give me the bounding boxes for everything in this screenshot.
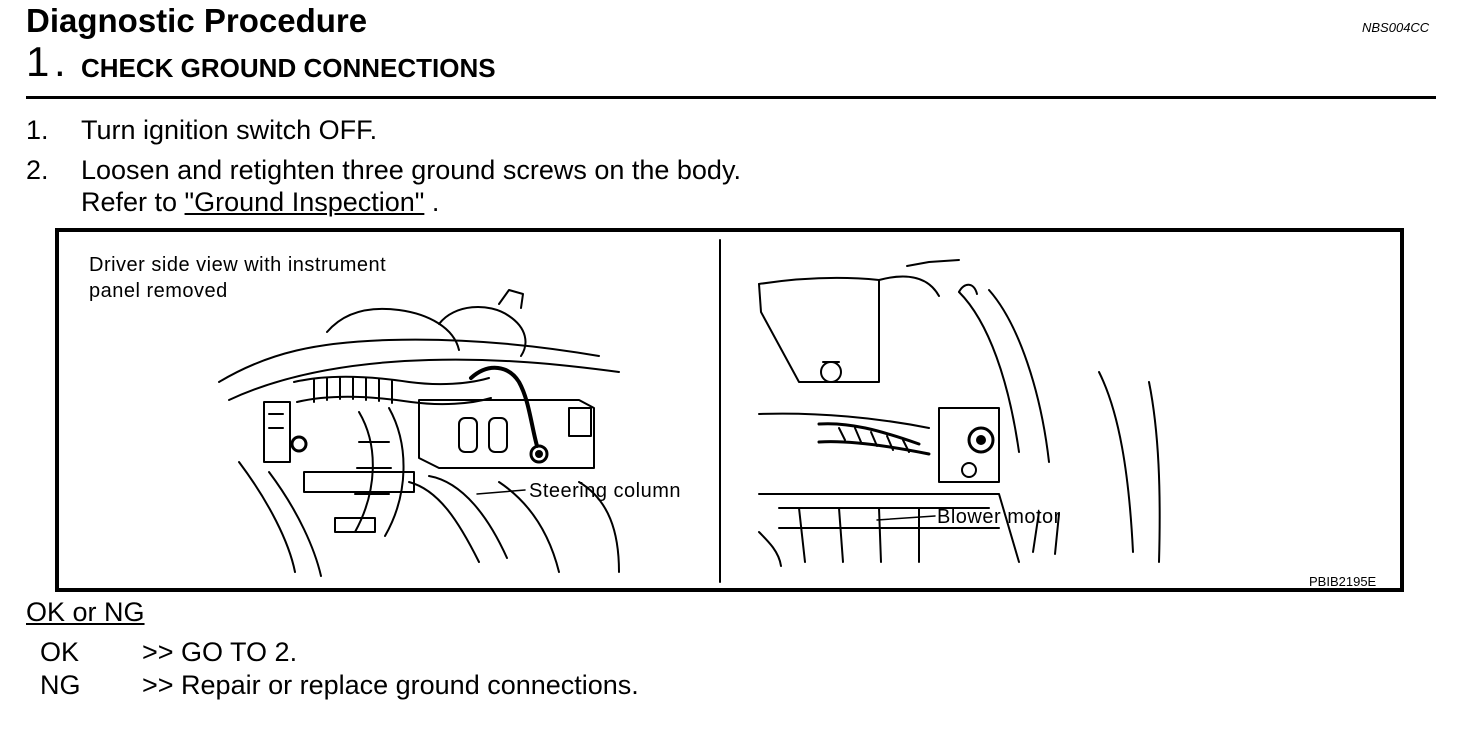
- header-divider: [26, 96, 1436, 99]
- step-2-reference: Refer to "Ground Inspection" .: [81, 186, 439, 218]
- steering-column-leader: [476, 489, 526, 495]
- figure-caption-line-1: Driver side view with instrument: [89, 254, 387, 276]
- diagram-figure: Driver side view with instrument panel r…: [55, 228, 1404, 592]
- result-ok-key: OK: [40, 637, 80, 667]
- step-2-number: 2.: [26, 155, 49, 185]
- diagram-illustration: [218, 239, 1161, 583]
- result-heading: OK or NG: [26, 597, 145, 627]
- blower-motor-label: Blower motor: [937, 506, 1061, 528]
- blower-motor-drawing: [758, 259, 1161, 567]
- reference-suffix: .: [424, 187, 440, 217]
- step-number-dot: .: [54, 38, 66, 85]
- steering-column-drawing: [218, 289, 620, 577]
- step-title: CHECK GROUND CONNECTIONS: [81, 53, 496, 83]
- reference-prefix: Refer to: [81, 187, 185, 217]
- result-ng-key: NG: [40, 670, 81, 700]
- blower-motor-leader: [876, 515, 936, 521]
- result-ng-action: >> Repair or replace ground connections.: [142, 670, 639, 700]
- step-number: 1: [26, 38, 50, 85]
- steering-column-label: Steering column: [529, 480, 682, 502]
- page-title: Diagnostic Procedure: [26, 2, 368, 39]
- step-1-number: 1.: [26, 115, 49, 145]
- step-2-text: Loosen and retighten three ground screws…: [81, 155, 741, 185]
- figure-code: PBIB2195E: [1309, 574, 1377, 589]
- document-code: NBS004CC: [1362, 20, 1430, 35]
- step-1-text: Turn ignition switch OFF.: [81, 115, 378, 145]
- result-ok-action: >> GO TO 2.: [142, 637, 298, 667]
- ground-inspection-link[interactable]: "Ground Inspection": [184, 187, 425, 217]
- figure-caption-line-2: panel removed: [89, 280, 228, 302]
